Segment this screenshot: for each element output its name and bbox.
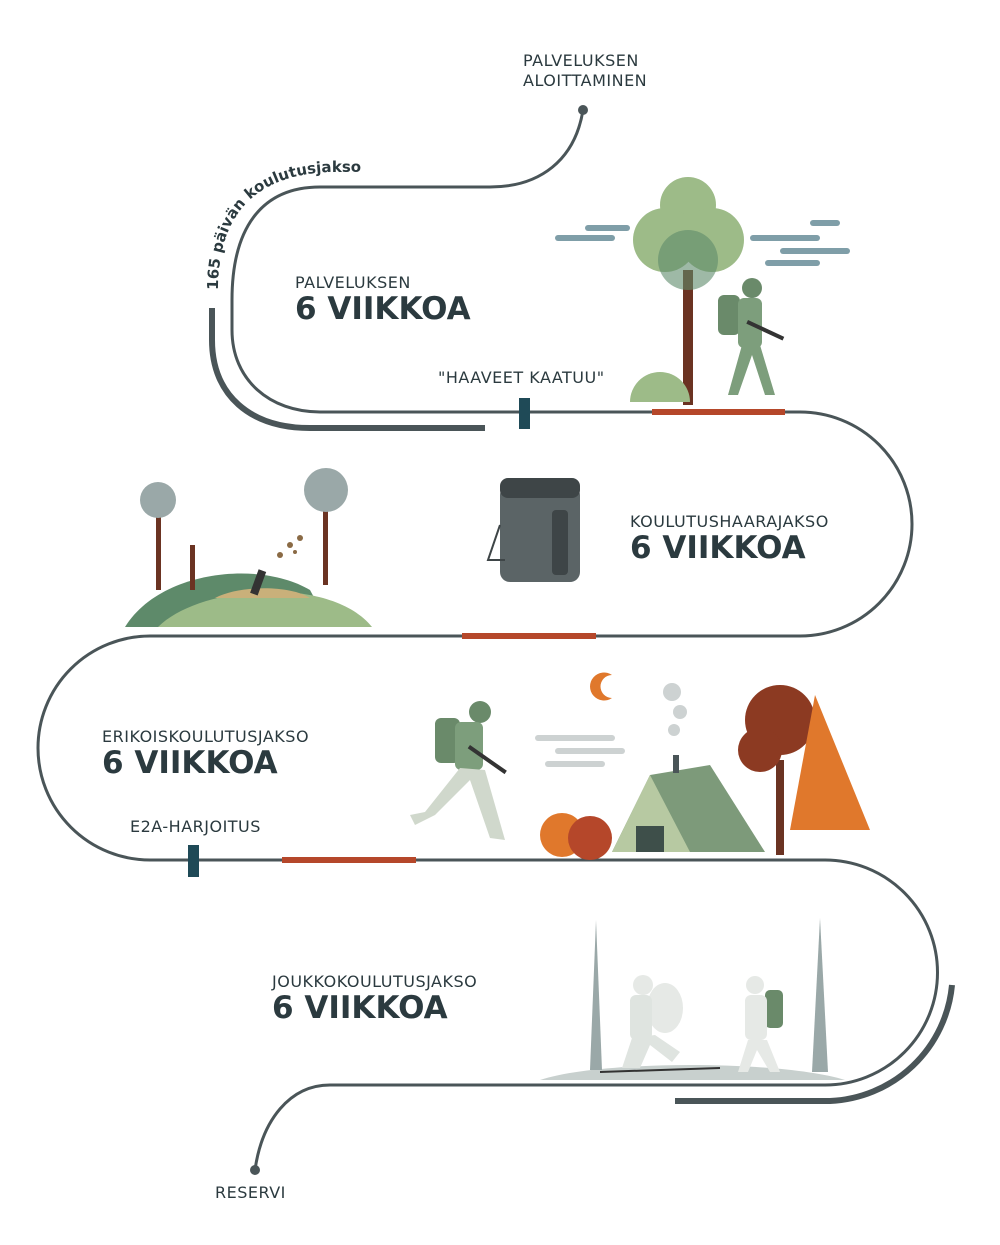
spruce-tree-icon <box>790 695 870 830</box>
summer-soldier-illustration <box>555 177 850 405</box>
milestone-e2a-label: E2A-HARJOITUS <box>130 817 261 836</box>
milestone-marker-haaveet <box>519 398 530 429</box>
autumn-camp-illustration <box>410 672 870 860</box>
mess-kit-icon <box>486 478 580 582</box>
skier-icon <box>599 975 721 1073</box>
phase-3-duration: 6 VIIKKOA <box>102 745 278 781</box>
cloud-icon <box>555 220 850 266</box>
phase-4-duration: 6 VIIKKOA <box>272 990 448 1026</box>
tree-icon <box>633 177 744 405</box>
mortar-field-illustration <box>125 468 372 627</box>
bush-icon <box>540 813 612 860</box>
start-label-line2: ALOITTAMINEN <box>523 71 648 90</box>
pine-tree-icon <box>140 468 348 590</box>
phase-1-duration: 6 VIIKKOA <box>295 291 471 327</box>
phase-4-name: JOUKKOKOULUTUSJAKSO <box>272 972 478 991</box>
soldier-icon <box>718 278 785 395</box>
moon-icon <box>590 672 612 701</box>
phase-2-duration: 6 VIIKKOA <box>630 530 806 566</box>
phase-3-name: ERIKOISKOULUTUSJAKSO <box>102 727 310 746</box>
period-bracket-top <box>209 308 485 431</box>
soldier-winter-icon <box>738 976 783 1072</box>
mortar-icon <box>250 569 267 596</box>
winter-ski-illustration <box>540 918 845 1080</box>
start-dot <box>578 105 588 115</box>
tent-icon <box>612 755 765 852</box>
milestone-haaveet-label: "HAAVEET KAATUU" <box>438 368 605 387</box>
running-soldier-icon <box>410 701 507 840</box>
milestone-marker-e2a <box>188 845 199 877</box>
bare-tree-icon <box>590 918 828 1072</box>
cloud-icon <box>535 735 625 767</box>
end-label: RESERVI <box>215 1183 286 1202</box>
phase-1-name: PALVELUKSEN <box>295 273 411 292</box>
phase-segments <box>282 409 785 863</box>
end-dot <box>250 1165 260 1175</box>
training-period-curved-label: 165 päivän koulutusjakso <box>204 158 361 290</box>
phase-2-name: KOULUTUSHAARAJAKSO <box>630 512 829 531</box>
timeline-path <box>36 109 939 1171</box>
start-label-line1: PALVELUKSEN <box>523 51 639 70</box>
smoke-icon <box>663 683 687 736</box>
bush-icon <box>630 372 690 402</box>
period-bracket-bottom <box>675 984 955 1104</box>
oak-tree-icon <box>738 685 815 855</box>
